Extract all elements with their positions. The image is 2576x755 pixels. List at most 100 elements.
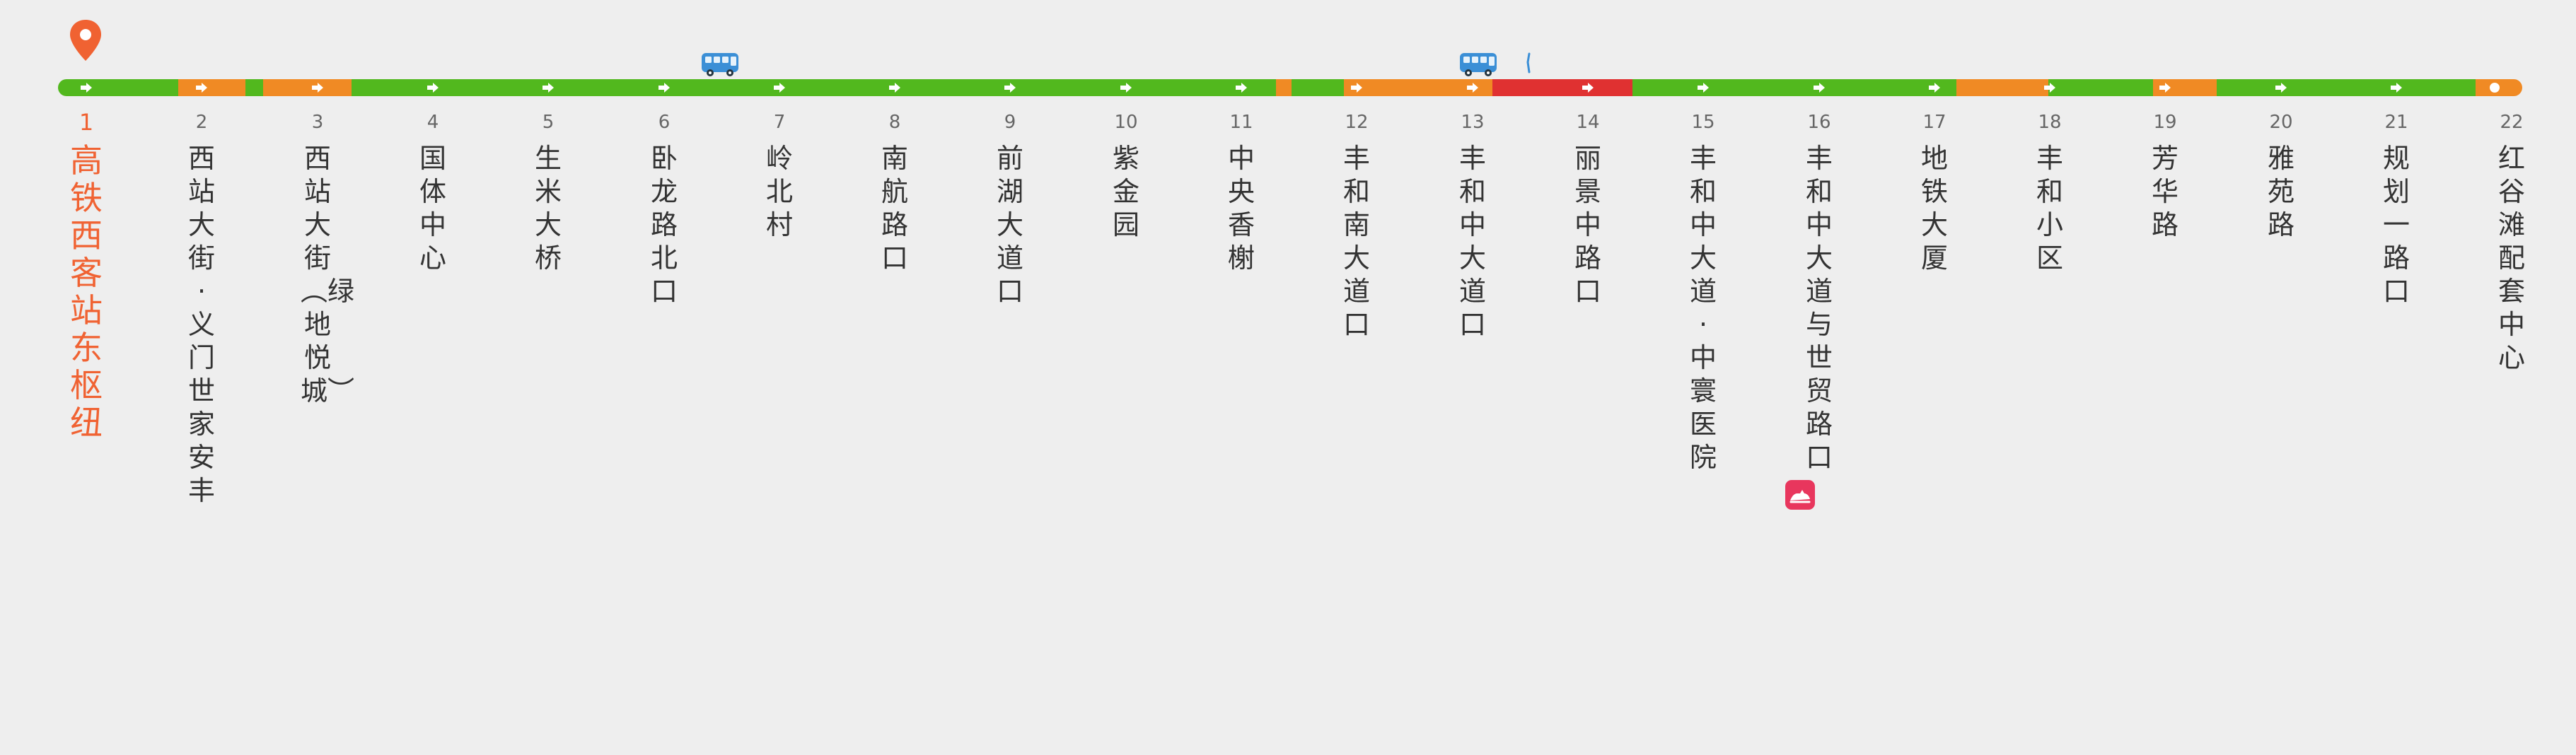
station-name: 国体中心	[419, 143, 446, 274]
current-location-pin-icon	[68, 18, 103, 65]
direction-arrow-icon	[1466, 83, 1479, 93]
station-name: 岭北村	[765, 143, 793, 240]
metro-transfer-icon[interactable]	[1785, 480, 1815, 513]
direction-arrow-icon	[888, 83, 901, 93]
station-name: 丰和南大道口	[1342, 143, 1370, 340]
traffic-line-smooth	[2048, 79, 2153, 96]
station-number: 22	[2500, 112, 2524, 133]
station-number: 10	[1114, 112, 1138, 133]
terminal-dot	[2490, 83, 2500, 93]
station-name: 高铁西客站东枢纽	[70, 141, 103, 442]
station-item[interactable]: 19 芳华路	[2140, 110, 2190, 242]
station-number: 5	[542, 112, 555, 133]
station-number: 12	[1345, 112, 1369, 133]
direction-arrow-icon	[195, 83, 208, 93]
direction-arrow-icon	[427, 83, 439, 93]
station-name: 芳华路	[2151, 143, 2178, 240]
direction-arrow-icon	[2390, 83, 2403, 93]
traffic-line-slow	[1276, 79, 1292, 96]
station-item[interactable]: 9 前湖大道口	[985, 110, 1035, 308]
station-item[interactable]: 12 丰和南大道口	[1332, 110, 1381, 341]
station-number: 21	[2384, 112, 2408, 133]
station-number: 18	[2038, 112, 2062, 133]
station-number: 20	[2269, 112, 2293, 133]
direction-arrow-icon	[773, 83, 786, 93]
station-name: 西站大街·义门世家安丰	[187, 143, 215, 506]
station-item[interactable]: 21 规划一路口	[2372, 110, 2421, 308]
station-number: 11	[1229, 112, 1253, 133]
traffic-line-slow	[263, 79, 352, 96]
station-item[interactable]: 22 红谷滩配套中心	[2487, 110, 2536, 375]
station-number: 1	[79, 109, 94, 136]
station-name: 中央香榭	[1227, 143, 1255, 274]
station-number: 3	[311, 112, 324, 133]
station-item[interactable]: 7 岭北村	[755, 110, 804, 242]
station-item[interactable]: 20 雅苑路	[2256, 110, 2306, 242]
traffic-line-smooth	[1292, 79, 1344, 96]
direction-arrow-icon	[2275, 83, 2287, 93]
direction-arrow-icon	[1004, 83, 1016, 93]
station-item[interactable]: 10 紫金园	[1101, 110, 1151, 242]
traffic-line-slow	[178, 79, 245, 96]
traffic-line-smooth	[1632, 79, 1956, 96]
traffic-line-congested	[1492, 79, 1632, 96]
station-name: 前湖大道口	[996, 143, 1023, 307]
station-number: 16	[1807, 112, 1831, 133]
direction-arrow-icon	[1697, 83, 1710, 93]
station-name: 丰和小区	[2036, 143, 2063, 274]
direction-arrow-icon	[2043, 83, 2056, 93]
station-name: 西站大街︵绿地悦城︶	[301, 143, 355, 406]
direction-arrow-icon	[1350, 83, 1363, 93]
station-number: 13	[1461, 112, 1485, 133]
station-item[interactable]: 6 卧龙路北口	[639, 110, 689, 308]
traffic-line-smooth	[245, 79, 263, 96]
station-item[interactable]: 1 高铁西客站东枢纽	[62, 110, 111, 442]
station-name: 丰和中大道与世贸路口	[1805, 143, 1833, 473]
station-number: 7	[773, 112, 786, 133]
station-number: 6	[658, 112, 671, 133]
station-name: 卧龙路北口	[650, 143, 678, 307]
station-name: 南航路口	[881, 143, 908, 274]
station-name: 地铁大厦	[1920, 143, 1948, 274]
station-name: 丰和中大道口	[1458, 143, 1486, 340]
bus-icon[interactable]	[1458, 51, 1498, 81]
station-number: 14	[1576, 112, 1600, 133]
direction-arrow-icon	[1582, 83, 1594, 93]
direction-arrow-icon	[1813, 83, 1826, 93]
station-name: 雅苑路	[2267, 143, 2294, 240]
station-number: 15	[1691, 112, 1715, 133]
walking-person-icon	[1525, 52, 1532, 76]
station-name: 红谷滩配套中心	[2497, 143, 2525, 373]
station-number: 2	[195, 112, 208, 133]
direction-arrow-icon	[2159, 83, 2171, 93]
traffic-line-slow	[1956, 79, 2048, 96]
station-item[interactable]: 11 中央香榭	[1217, 110, 1266, 275]
station-item[interactable]: 16 丰和中大道与世贸路口	[1794, 110, 1844, 474]
station-item[interactable]: 2 西站大街·义门世家安丰	[177, 110, 226, 508]
station-item[interactable]: 3 西站大街︵绿地悦城︶	[293, 110, 355, 408]
station-number: 17	[1922, 112, 1946, 133]
direction-arrow-icon	[1928, 83, 1941, 93]
station-item[interactable]: 8 南航路口	[870, 110, 919, 275]
station-item[interactable]: 5 生米大桥	[523, 110, 573, 275]
direction-arrow-icon	[311, 83, 324, 93]
station-name: 规划一路口	[2382, 143, 2410, 307]
station-number: 9	[1004, 112, 1016, 133]
station-item[interactable]: 18 丰和小区	[2025, 110, 2075, 275]
station-item[interactable]: 4 国体中心	[408, 110, 458, 275]
station-number: 8	[888, 112, 901, 133]
station-number: 4	[427, 112, 439, 133]
direction-arrow-icon	[80, 83, 93, 93]
direction-arrow-icon	[1120, 83, 1132, 93]
station-item[interactable]: 17 地铁大厦	[1910, 110, 1959, 275]
traffic-line-smooth	[2217, 79, 2476, 96]
station-name: 生米大桥	[534, 143, 562, 274]
station-number: 19	[2153, 112, 2177, 133]
bus-icon[interactable]	[700, 51, 740, 81]
station-name: 紫金园	[1112, 143, 1139, 240]
traffic-line-smooth	[58, 79, 178, 96]
station-item[interactable]: 13 丰和中大道口	[1448, 110, 1497, 341]
